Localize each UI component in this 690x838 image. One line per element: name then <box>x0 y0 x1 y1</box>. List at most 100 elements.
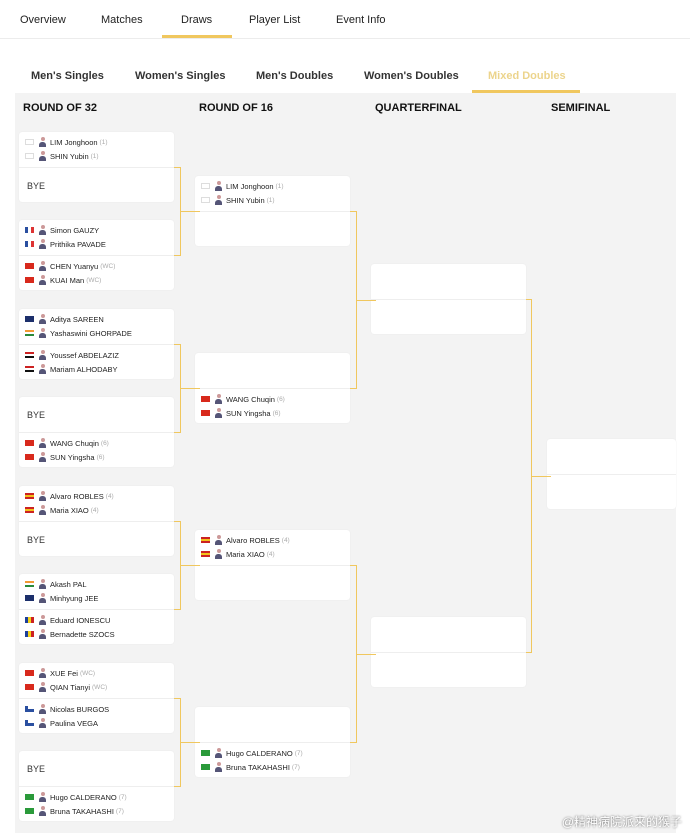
player-avatar-icon <box>39 792 46 802</box>
match-card[interactable]: Aditya SAREEN Yashaswini GHORPADE Youssef … <box>19 309 174 379</box>
match-card[interactable]: Alvaro ROBLES(4) Maria XIAO(4) <box>195 530 350 600</box>
player-row[interactable]: Youssef ABDELAZIZ <box>25 349 119 361</box>
team-slot-top[interactable] <box>371 264 526 299</box>
player-row[interactable]: Mariam ALHODABY <box>25 363 118 375</box>
player-seed: (4) <box>281 536 290 544</box>
tab-mens-doubles[interactable]: Men's Doubles <box>256 70 334 82</box>
player-row[interactable]: SUN Yingsha(6) <box>25 451 105 463</box>
player-row[interactable]: KUAI Man(WC) <box>25 274 101 286</box>
tab-womens-doubles[interactable]: Women's Doubles <box>364 70 459 82</box>
player-name: XUE Fei <box>50 668 78 678</box>
match-card[interactable]: Simon GAUZY Prithika PAVADE CHEN Yuanyu(WC… <box>19 220 174 290</box>
player-row[interactable]: Alvaro ROBLES(4) <box>25 490 114 502</box>
team-slot-bottom[interactable]: BYE <box>19 521 174 556</box>
tab-mens-singles[interactable]: Men's Singles <box>31 70 104 82</box>
team-slot-bottom[interactable]: Nicolas BURGOS Paulina VEGA <box>19 698 174 733</box>
team-slot-bottom[interactable]: Youssef ABDELAZIZ Mariam ALHODABY <box>19 344 174 379</box>
tab-womens-singles[interactable]: Women's Singles <box>135 70 226 82</box>
match-card[interactable]: Alvaro ROBLES(4) Maria XIAO(4) BYE <box>19 486 174 556</box>
player-row[interactable]: XUE Fei(WC) <box>25 667 95 679</box>
team-slot-bottom[interactable] <box>371 652 526 687</box>
player-row[interactable]: SUN Yingsha(6) <box>201 407 281 419</box>
player-row[interactable]: WANG Chuqin(6) <box>25 437 109 449</box>
team-slot-top[interactable]: Akash PAL Minhyung JEE <box>19 574 174 609</box>
player-name: Prithika PAVADE <box>50 239 106 249</box>
player-row[interactable]: Bernadette SZOCS <box>25 628 115 640</box>
player-name: LIM Jonghoon <box>50 137 98 147</box>
match-card[interactable]: Hugo CALDERANO(7) Bruna TAKAHASHI(7) <box>195 707 350 777</box>
player-row[interactable]: Hugo CALDERANO(7) <box>25 791 127 803</box>
player-row[interactable]: Yashaswini GHORPADE <box>25 327 132 339</box>
match-card[interactable] <box>371 617 526 687</box>
player-row[interactable]: QIAN Tianyi(WC) <box>25 681 107 693</box>
player-row[interactable]: Paulina VEGA <box>25 717 98 729</box>
team-slot-bottom[interactable] <box>371 299 526 334</box>
player-row[interactable]: Hugo CALDERANO(7) <box>201 747 303 759</box>
player-row[interactable]: Bruna TAKAHASHI(7) <box>25 805 124 817</box>
bracket-connector <box>174 521 180 522</box>
player-row[interactable]: SHIN Yubin(1) <box>25 150 99 162</box>
player-avatar-icon <box>39 491 46 501</box>
player-row[interactable]: Aditya SAREEN <box>25 313 104 325</box>
team-slot-top[interactable]: Aditya SAREEN Yashaswini GHORPADE <box>19 309 174 344</box>
player-row[interactable]: Akash PAL <box>25 578 87 590</box>
tab-mixed-doubles[interactable]: Mixed Doubles <box>488 70 566 82</box>
team-slot-top[interactable] <box>547 439 676 474</box>
team-slot-bottom[interactable]: CHEN Yuanyu(WC) KUAI Man(WC) <box>19 255 174 290</box>
match-card[interactable]: LIM Jonghoon(1) SHIN Yubin(1) BYE <box>19 132 174 202</box>
team-slot-bottom[interactable]: WANG Chuqin(6) SUN Yingsha(6) <box>19 432 174 467</box>
player-row[interactable]: Maria XIAO(4) <box>201 548 275 560</box>
team-slot-top[interactable]: Simon GAUZY Prithika PAVADE <box>19 220 174 255</box>
team-slot-top[interactable]: BYE <box>19 751 174 786</box>
team-slot-top[interactable]: Alvaro ROBLES(4) Maria XIAO(4) <box>195 530 350 565</box>
team-slot-bottom[interactable]: Hugo CALDERANO(7) Bruna TAKAHASHI(7) <box>195 742 350 777</box>
tab-event-info[interactable]: Event Info <box>336 14 386 26</box>
tab-overview[interactable]: Overview <box>20 14 66 26</box>
flag-icon <box>25 316 34 322</box>
team-slot-top[interactable]: BYE <box>19 397 174 432</box>
tab-matches[interactable]: Matches <box>101 14 143 26</box>
player-avatar-icon <box>39 438 46 448</box>
player-row[interactable]: Bruna TAKAHASHI(7) <box>201 761 300 773</box>
team-slot-bottom[interactable]: Eduard IONESCU Bernadette SZOCS <box>19 609 174 644</box>
team-slot-top[interactable] <box>371 617 526 652</box>
match-card[interactable] <box>547 439 676 509</box>
team-slot-bottom[interactable]: BYE <box>19 167 174 202</box>
team-slot-bottom[interactable] <box>195 565 350 600</box>
team-slot-top[interactable] <box>195 353 350 388</box>
match-card[interactable]: Akash PAL Minhyung JEE Eduard IONESCU Berna… <box>19 574 174 644</box>
match-card[interactable]: BYE Hugo CALDERANO(7) Bruna TAKAHASHI(7) <box>19 751 174 821</box>
tab-player-list[interactable]: Player List <box>249 14 301 26</box>
bracket-connector <box>174 255 180 256</box>
player-row[interactable]: Simon GAUZY <box>25 224 99 236</box>
match-card[interactable]: WANG Chuqin(6) SUN Yingsha(6) <box>195 353 350 423</box>
match-card[interactable]: BYE WANG Chuqin(6) SUN Yingsha(6) <box>19 397 174 467</box>
team-slot-top[interactable]: LIM Jonghoon(1) SHIN Yubin(1) <box>195 176 350 211</box>
team-slot-bottom[interactable] <box>547 474 676 509</box>
player-row[interactable]: Maria XIAO(4) <box>25 504 99 516</box>
player-row[interactable]: CHEN Yuanyu(WC) <box>25 260 115 272</box>
player-row[interactable]: Alvaro ROBLES(4) <box>201 534 290 546</box>
match-card[interactable]: XUE Fei(WC) QIAN Tianyi(WC) Nicolas BURGOS… <box>19 663 174 733</box>
player-row[interactable]: Minhyung JEE <box>25 592 98 604</box>
flag-icon <box>201 764 210 770</box>
player-row[interactable]: Nicolas BURGOS <box>25 703 109 715</box>
team-slot-top[interactable]: XUE Fei(WC) QIAN Tianyi(WC) <box>19 663 174 698</box>
player-row[interactable]: LIM Jonghoon(1) <box>201 180 284 192</box>
match-card[interactable]: LIM Jonghoon(1) SHIN Yubin(1) <box>195 176 350 246</box>
player-row[interactable]: SHIN Yubin(1) <box>201 194 275 206</box>
player-row[interactable]: LIM Jonghoon(1) <box>25 136 108 148</box>
team-slot-bottom[interactable]: WANG Chuqin(6) SUN Yingsha(6) <box>195 388 350 423</box>
player-row[interactable]: Prithika PAVADE <box>25 238 106 250</box>
round-header-qf: QUARTERFINAL <box>375 102 462 114</box>
tab-draws[interactable]: Draws <box>181 14 213 26</box>
team-slot-top[interactable] <box>195 707 350 742</box>
match-card[interactable] <box>371 264 526 334</box>
player-row[interactable]: Eduard IONESCU <box>25 614 110 626</box>
team-slot-bottom[interactable] <box>195 211 350 246</box>
team-slot-top[interactable]: LIM Jonghoon(1) SHIN Yubin(1) <box>19 132 174 167</box>
player-row[interactable]: WANG Chuqin(6) <box>201 393 285 405</box>
team-slot-bottom[interactable]: Hugo CALDERANO(7) Bruna TAKAHASHI(7) <box>19 786 174 821</box>
team-slot-top[interactable]: Alvaro ROBLES(4) Maria XIAO(4) <box>19 486 174 521</box>
player-avatar-icon <box>39 668 46 678</box>
